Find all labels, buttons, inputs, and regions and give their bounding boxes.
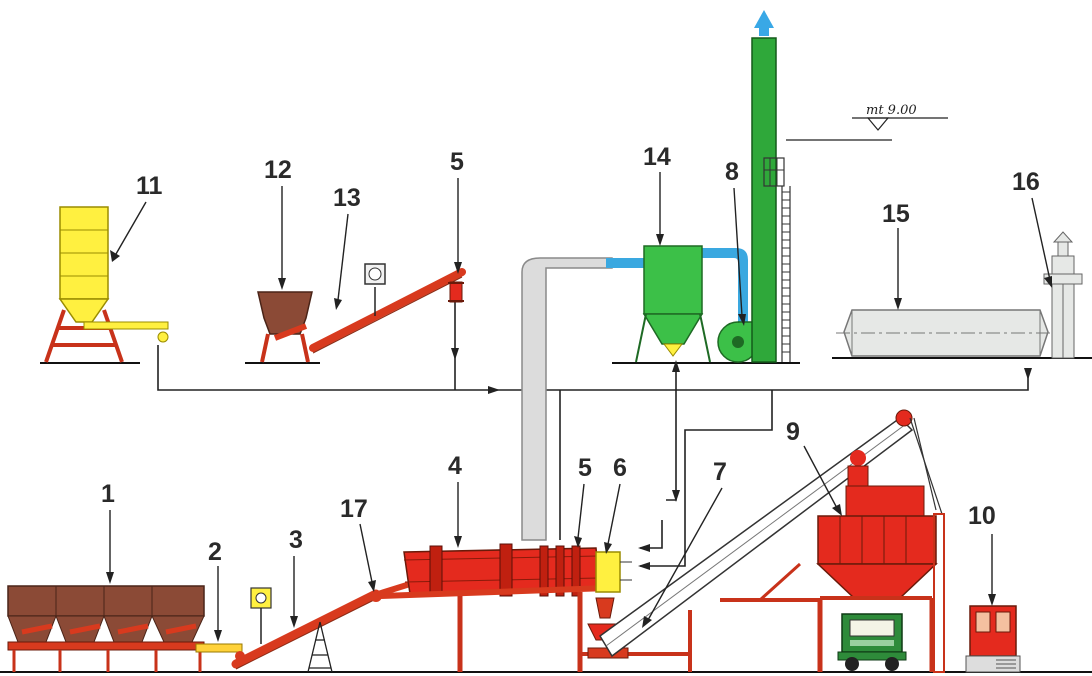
filler-silo <box>44 206 169 363</box>
level-marker: mt 9.00 <box>852 103 948 131</box>
dryer-drum <box>379 543 692 672</box>
exhaust-duct <box>521 248 748 541</box>
label-8: 8 <box>725 158 739 186</box>
label-14: 14 <box>643 143 671 171</box>
label-4: 4 <box>448 452 462 480</box>
label-9: 9 <box>786 418 800 446</box>
label-15: 15 <box>882 200 910 228</box>
label-12: 12 <box>264 156 292 184</box>
hot-elevator <box>599 409 914 658</box>
label-2: 2 <box>208 538 222 566</box>
bag-filter <box>635 245 711 363</box>
truck <box>837 613 907 671</box>
transfer-chute <box>370 581 411 602</box>
inclined-conveyor-lower <box>231 587 381 673</box>
chimney <box>751 10 892 363</box>
label-10: 10 <box>968 502 996 530</box>
leader-arrowheads <box>106 234 1052 642</box>
label-7: 7 <box>713 458 727 486</box>
label-1: 1 <box>101 480 115 508</box>
bitumen-tank <box>836 309 1052 357</box>
control-cabin <box>965 605 1021 673</box>
cold-feed-bins <box>7 585 205 672</box>
label-5-lower: 5 <box>578 454 592 482</box>
label-17: 17 <box>340 495 368 523</box>
level-mark-text: mt 9.00 <box>866 103 917 118</box>
heater-unit <box>1043 231 1083 359</box>
number-labels: 1 2 3 17 4 5 6 7 9 10 11 12 13 5 14 8 15… <box>101 143 1040 566</box>
label-3: 3 <box>289 526 303 554</box>
flow-arrowheads <box>451 348 1032 570</box>
inclined-conveyor-upper <box>309 263 466 354</box>
label-5-upper: 5 <box>450 148 464 176</box>
label-11: 11 <box>136 172 163 200</box>
label-13: 13 <box>333 184 361 212</box>
label-6: 6 <box>613 454 627 482</box>
label-16: 16 <box>1012 168 1040 196</box>
burner <box>595 551 632 593</box>
screw-element <box>448 281 464 303</box>
reclaim-hopper <box>257 291 313 363</box>
mixing-tower <box>720 417 945 673</box>
leader-arrows <box>109 172 1051 632</box>
ladder-rungs <box>782 191 790 353</box>
ground-lines <box>0 357 1092 673</box>
